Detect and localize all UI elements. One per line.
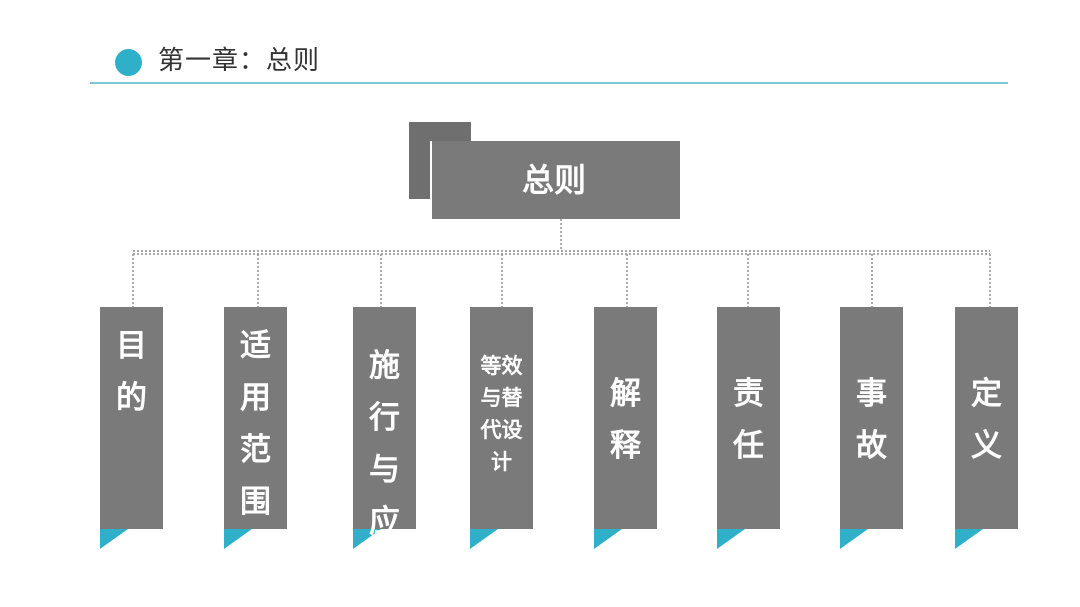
child-node-label-line: 围 xyxy=(240,484,271,520)
child-node-label-line: 目 xyxy=(116,328,147,364)
child-node-label: 目的 xyxy=(100,320,163,424)
root-node xyxy=(430,141,680,219)
child-node-label-line: 用 xyxy=(369,556,400,592)
child-node-label-line: 的 xyxy=(116,380,147,416)
child-node-label-line: 应 xyxy=(369,504,400,540)
child-node-box xyxy=(100,307,163,529)
child-node-box xyxy=(224,307,287,529)
child-node-label: 责任 xyxy=(717,368,780,472)
child-node-label-line: 等效 xyxy=(480,354,523,378)
child-node-label-line: 用 xyxy=(240,380,271,416)
child-node-label-line: 释 xyxy=(610,428,641,464)
child-node-accent-triangle xyxy=(353,529,381,549)
child-node-label-line: 适 xyxy=(240,328,271,364)
child-node-accent-triangle xyxy=(594,529,622,549)
child-node-label-line: 计 xyxy=(491,450,512,474)
child-node-label-line: 与替 xyxy=(480,386,523,410)
child-node-accent-triangle xyxy=(717,529,745,549)
child-node-label-line: 义 xyxy=(971,428,1002,464)
header-bullet-icon xyxy=(115,49,142,76)
child-node-accent-triangle xyxy=(470,529,498,549)
child-node-accent-triangle xyxy=(955,529,983,549)
child-node-accent-triangle xyxy=(100,529,128,549)
child-node-label-line: 责 xyxy=(733,376,764,412)
child-node-box xyxy=(717,307,780,529)
child-node-accent-triangle xyxy=(840,529,868,549)
child-node-label-line: 与 xyxy=(369,452,400,488)
child-node-label: 等效与替代设计 xyxy=(470,350,533,478)
child-node-label: 施行与应用 xyxy=(353,340,416,600)
child-node-label-line: 行 xyxy=(369,400,400,436)
child-node-box xyxy=(594,307,657,529)
child-node-box xyxy=(840,307,903,529)
child-node-label: 解释 xyxy=(594,368,657,472)
child-node-label-line: 施 xyxy=(369,348,400,384)
child-node-label-line: 任 xyxy=(733,428,764,464)
child-node-label-line: 解 xyxy=(610,376,641,412)
root-node-label: 总则 xyxy=(521,161,586,199)
child-node-label-line: 代设 xyxy=(480,418,523,442)
child-node-box xyxy=(470,307,533,529)
child-node-label: 适用范围 xyxy=(224,320,287,528)
child-node-label-line: 定 xyxy=(971,376,1002,412)
child-node-label: 事故 xyxy=(840,368,903,472)
child-node-box xyxy=(353,307,416,529)
header-divider xyxy=(90,82,1008,84)
child-node-box xyxy=(955,307,1018,529)
child-node-accent-triangle xyxy=(224,529,252,549)
child-node-label-line: 故 xyxy=(856,428,887,464)
child-node-label: 定义 xyxy=(955,368,1018,472)
child-node-label-line: 事 xyxy=(856,376,887,412)
child-node-label-line: 范 xyxy=(240,432,271,468)
page-title: 第一章：总则 xyxy=(158,46,321,76)
